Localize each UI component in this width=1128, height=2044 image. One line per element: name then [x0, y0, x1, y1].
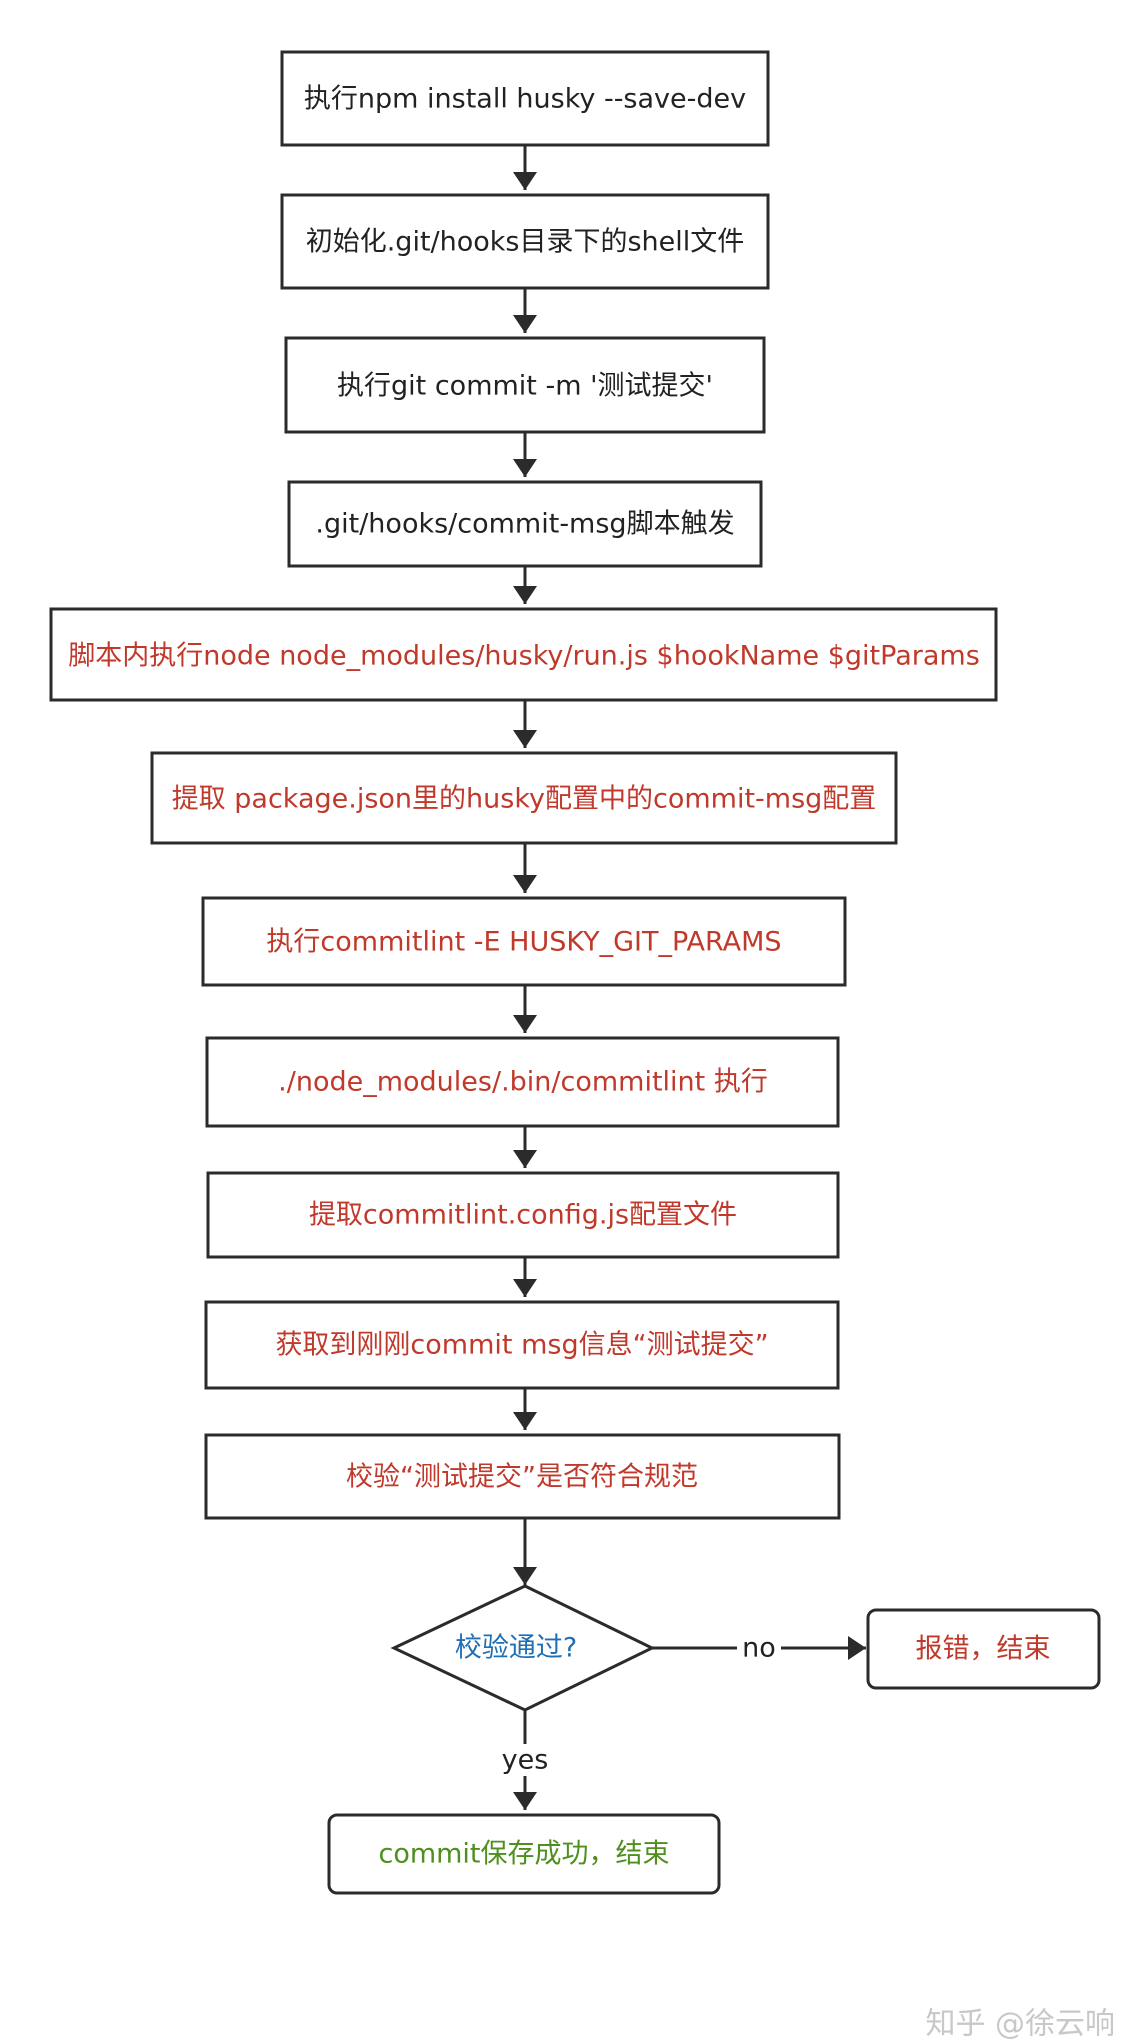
arrow-n11 [513, 1412, 537, 1430]
arrow-n6 [513, 730, 537, 748]
node-n6-label: 提取 package.json里的husky配置中的commit-msg配置 [172, 784, 877, 815]
node-n1-label: 执行npm install husky --save-dev [304, 84, 746, 115]
arrow-n9 [513, 1150, 537, 1168]
arrow-n7 [513, 875, 537, 893]
edge-label-no: no [742, 1633, 776, 1664]
node-n1: 执行npm install husky --save-dev [280, 50, 770, 147]
node-success-end: commit保存成功，结束 [327, 1813, 721, 1895]
node-error-end: 报错，结束 [866, 1608, 1101, 1690]
node-n2: 初始化.git/hooks目录下的shell文件 [280, 193, 770, 290]
arrow-d1 [513, 1567, 537, 1585]
arrow-n8 [513, 1015, 537, 1033]
arrow-n2 [513, 172, 537, 190]
arrow-n4 [513, 459, 537, 477]
node-n4: .git/hooks/commit-msg脚本触发 [287, 480, 763, 568]
node-n6: 提取 package.json里的husky配置中的commit-msg配置 [150, 751, 898, 845]
node-n2-label: 初始化.git/hooks目录下的shell文件 [306, 227, 745, 258]
node-n4-label: .git/hooks/commit-msg脚本触发 [315, 509, 734, 540]
node-n8-label: ./node_modules/.bin/commitlint 执行 [278, 1067, 768, 1098]
watermark: 知乎 @徐云响 [925, 2007, 1115, 2042]
arrow-n3 [513, 315, 537, 333]
node-n3: 执行git commit -m '测试提交' [284, 336, 766, 434]
node-n11-label: 校验“测试提交”是否符合规范 [346, 1462, 698, 1493]
arrow-n5 [513, 586, 537, 604]
arrow-n10 [513, 1279, 537, 1297]
node-n5-label: 脚本内执行node node_modules/husky/run.js $hoo… [68, 641, 980, 672]
node-n5: 脚本内执行node node_modules/husky/run.js $hoo… [49, 607, 998, 702]
node-n9-label: 提取commitlint.config.js配置文件 [309, 1200, 737, 1231]
arrow-yes [513, 1792, 537, 1810]
no-label-bg [737, 1632, 781, 1664]
arrow-no [848, 1636, 866, 1660]
arrowheads [513, 172, 866, 1810]
node-error-end-label: 报错，结束 [916, 1634, 1051, 1665]
node-n10-label: 获取到刚刚commit msg信息“测试提交” [275, 1330, 768, 1361]
edge-label-yes: yes [502, 1745, 549, 1776]
node-n9: 提取commitlint.config.js配置文件 [206, 1171, 840, 1259]
node-n7: 执行commitlint -E HUSKY_GIT_PARAMS [201, 896, 847, 987]
node-n10: 获取到刚刚commit msg信息“测试提交” [204, 1300, 840, 1390]
node-n7-label: 执行commitlint -E HUSKY_GIT_PARAMS [266, 927, 781, 958]
node-n3-label: 执行git commit -m '测试提交' [337, 371, 713, 402]
yes-label-bg [498, 1744, 552, 1776]
node-n11: 校验“测试提交”是否符合规范 [204, 1433, 841, 1520]
node-decision-label: 校验通过? [455, 1633, 577, 1664]
node-n8: ./node_modules/.bin/commitlint 执行 [205, 1036, 840, 1128]
node-success-end-label: commit保存成功，结束 [378, 1839, 669, 1870]
node-decision: 校验通过? [390, 1584, 656, 1712]
